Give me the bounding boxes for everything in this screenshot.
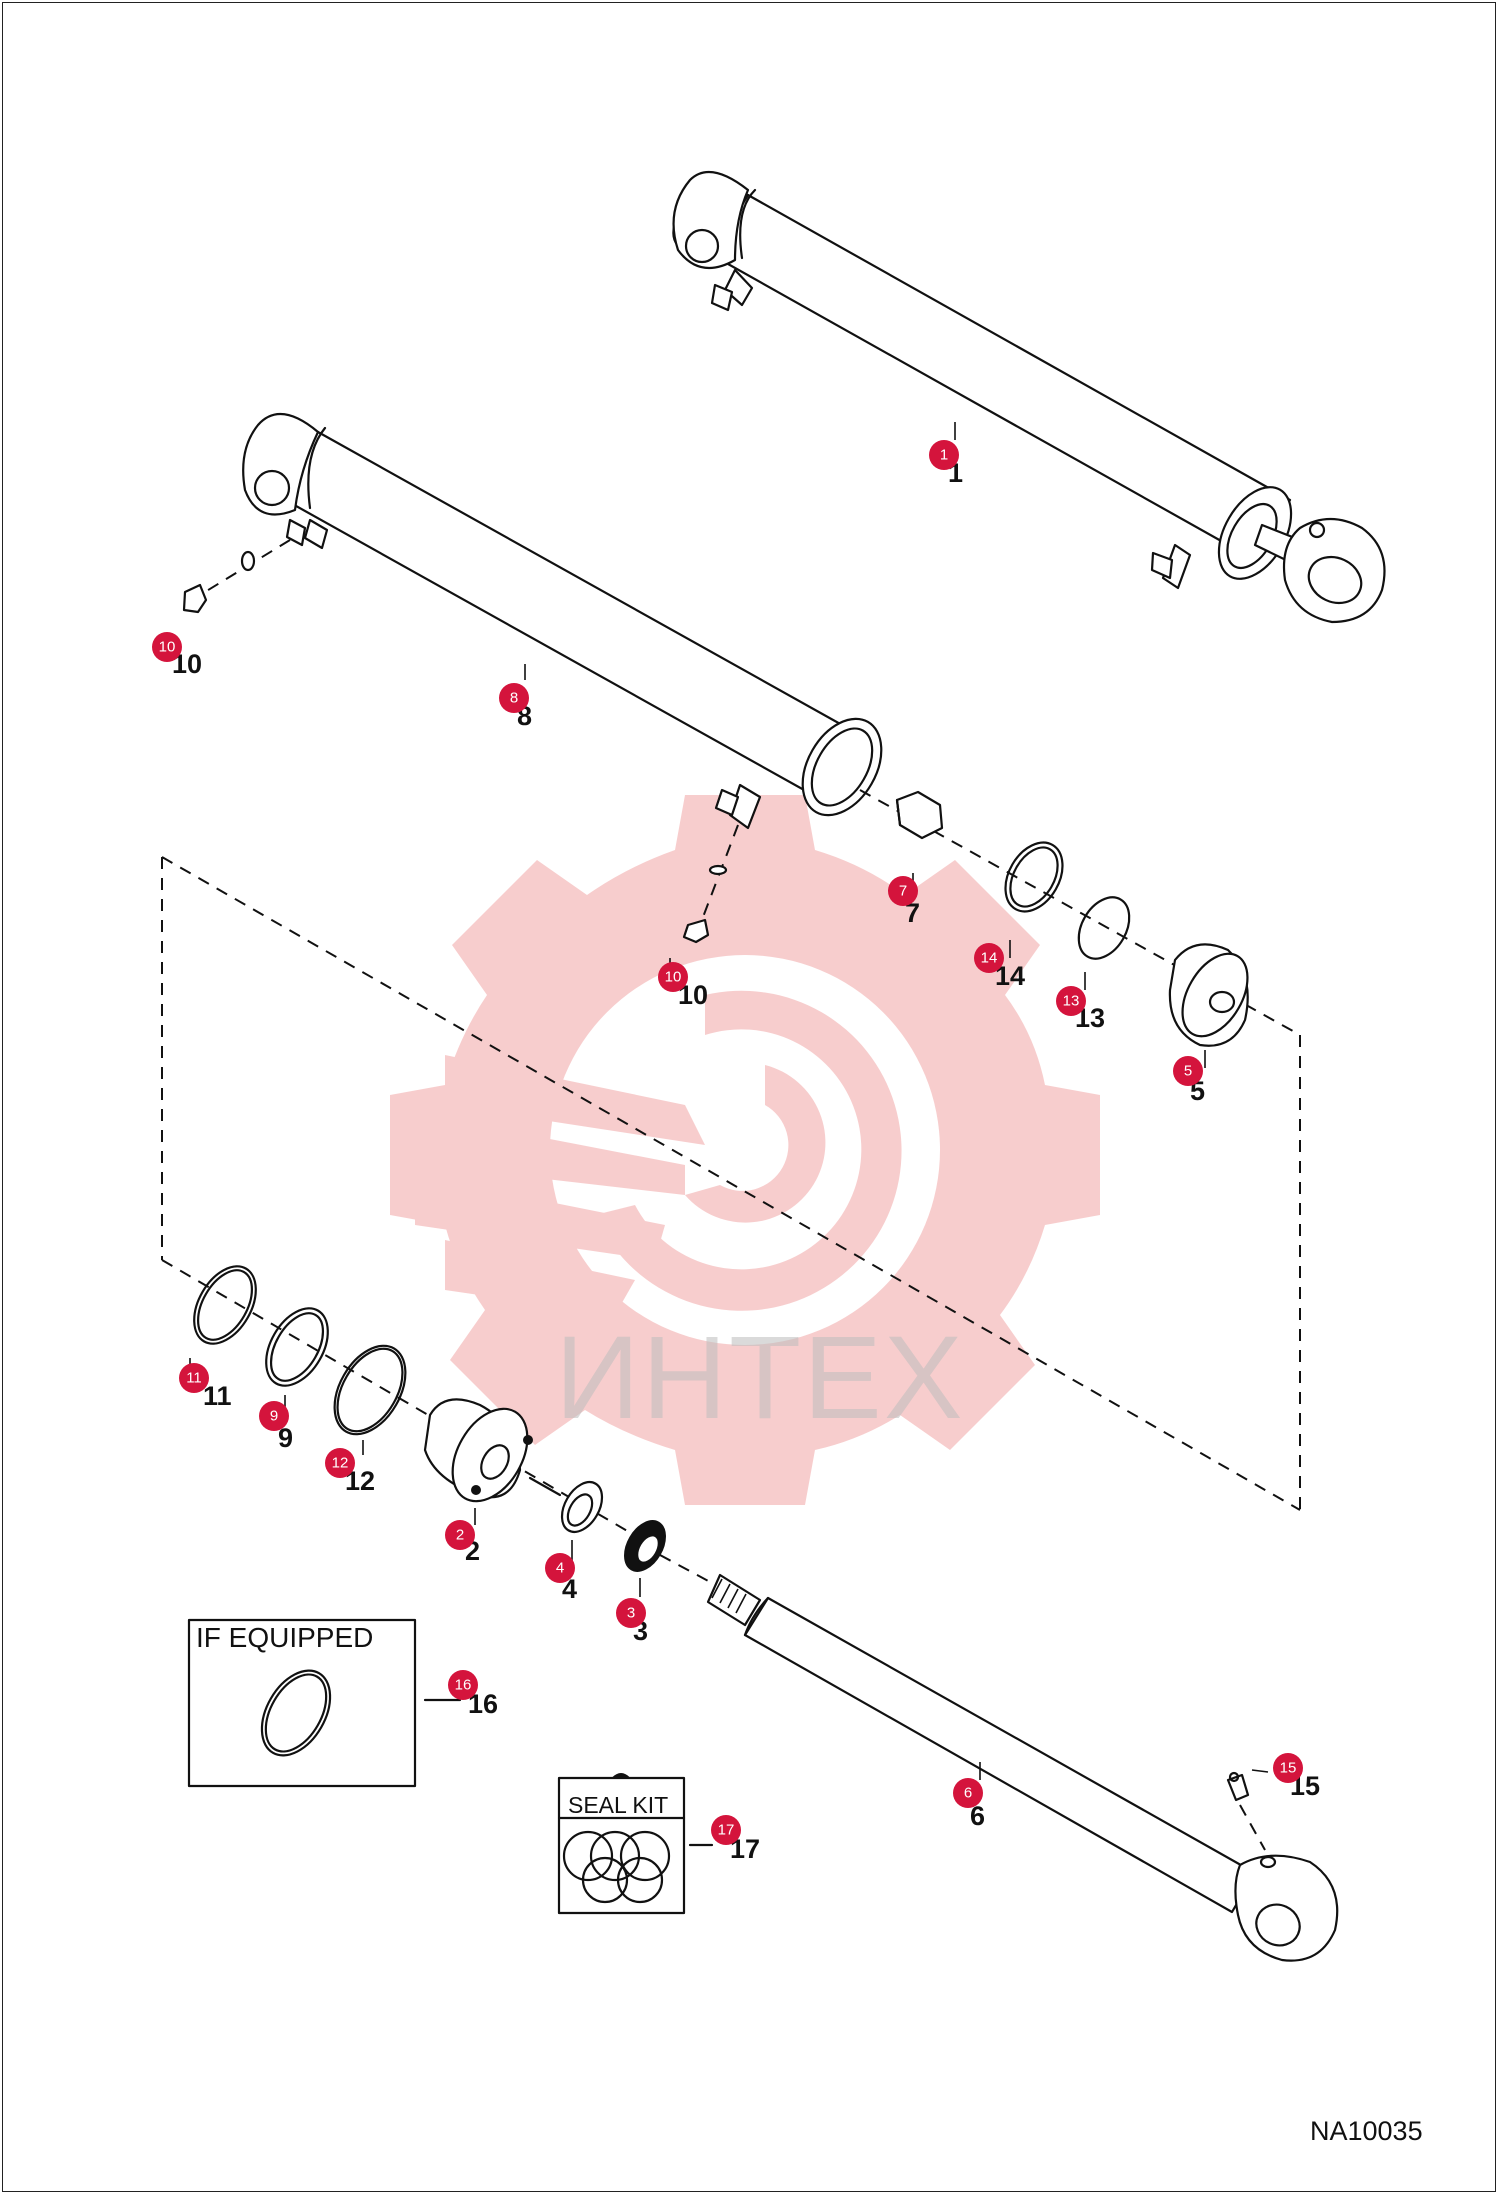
badge-13[interactable]: 13 [1056,986,1086,1016]
badge-11[interactable]: 11 [179,1363,209,1393]
svg-text:5: 5 [1184,1063,1192,1080]
if-equipped-box: IF EQUIPPED [187,1618,462,1788]
seal-kit-label: SEAL KIT [568,1792,668,1818]
svg-text:6: 6 [964,1785,972,1802]
piston-group-upper [859,789,1301,1047]
badge-10a[interactable]: 10 [152,632,182,662]
if-equipped-label: IF EQUIPPED [196,1622,373,1653]
svg-text:14: 14 [981,950,998,967]
svg-text:13: 13 [1063,993,1080,1010]
badge-10b[interactable]: 10 [658,962,688,992]
badge-8[interactable]: 8 [499,683,529,713]
explode-path [161,856,1301,1551]
badge-7[interactable]: 7 [888,876,918,906]
drawing-code: NA10035 [1310,2116,1423,2146]
cylinder-rod [659,1554,1339,1962]
cylinder-barrel [242,412,883,830]
seal-kit-box: SEAL KIT [557,1773,714,1915]
svg-text:4: 4 [556,1560,564,1577]
badge-17[interactable]: 17 [711,1815,741,1845]
badge-5[interactable]: 5 [1173,1056,1203,1086]
svg-text:7: 7 [899,883,907,900]
part-number-11: 11 [203,1381,232,1411]
svg-text:12: 12 [332,1455,349,1472]
part-number-7: 7 [905,898,920,928]
svg-text:16: 16 [455,1677,472,1694]
cylinder-assembly-upper [672,170,1386,624]
badge-12[interactable]: 12 [325,1448,355,1478]
badge-3[interactable]: 3 [616,1598,646,1628]
svg-text:9: 9 [270,1408,278,1425]
badge-15[interactable]: 15 [1273,1753,1303,1783]
svg-text:10: 10 [665,969,682,986]
svg-text:10: 10 [159,639,176,656]
callout-badges: 1 8 10 7 14 10 13 5 11 9 12 2 4 3 16 15 … [152,440,1303,1845]
badge-4[interactable]: 4 [545,1553,575,1583]
badge-9[interactable]: 9 [259,1401,289,1431]
plug-upper [182,539,291,614]
watermark-text: ИНТЕХ [555,1312,965,1444]
badge-6[interactable]: 6 [953,1778,983,1808]
svg-text:2: 2 [456,1527,464,1544]
gland-group-lower [193,1265,666,1572]
svg-text:3: 3 [627,1605,635,1622]
part-number-9: 9 [278,1423,293,1453]
badge-14[interactable]: 14 [974,943,1004,973]
badge-1[interactable]: 1 [929,440,959,470]
svg-text:15: 15 [1280,1760,1297,1777]
plug-lower [682,824,739,944]
svg-text:8: 8 [510,690,518,707]
svg-text:1: 1 [940,447,948,464]
part-number-6: 6 [970,1801,985,1831]
svg-text:11: 11 [186,1370,202,1387]
badge-2[interactable]: 2 [445,1520,475,1550]
svg-text:17: 17 [718,1822,735,1839]
badge-16[interactable]: 16 [448,1670,478,1700]
